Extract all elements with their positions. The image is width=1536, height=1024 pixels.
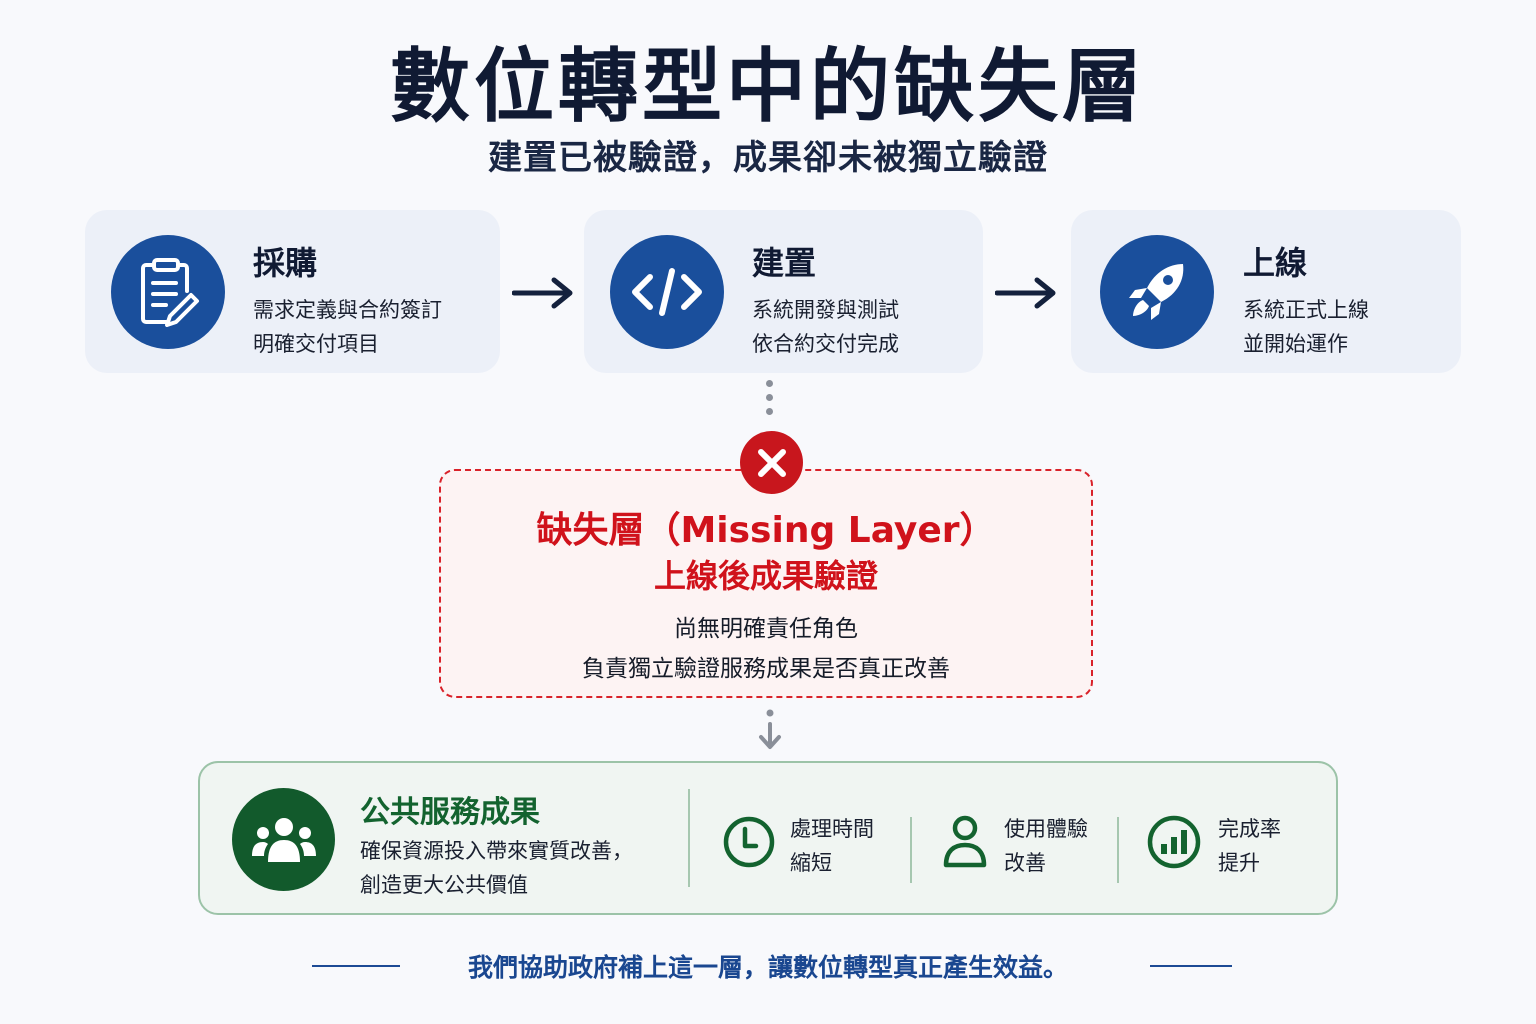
step-card-build: 建置 系統開發與測試 依合約交付完成 [584, 210, 983, 373]
missing-layer-title: 缺失層（Missing Layer） [536, 510, 996, 551]
metric-label: 改善 [1004, 851, 1046, 875]
outcome-desc: 確保資源投入帶來實質改善， [360, 839, 633, 863]
arrow-right-icon [512, 277, 573, 309]
divider [1117, 817, 1119, 883]
outcome-title: 公共服務成果 [360, 795, 540, 830]
outcome-desc: 創造更大公共價值 [360, 873, 528, 897]
step-icon-circle [111, 235, 225, 349]
metric-label: 使用體驗 [1004, 817, 1088, 841]
divider [910, 817, 912, 883]
footer-rule-left [312, 965, 400, 967]
outcome-icon-circle [232, 788, 335, 891]
step-title: 上線 [1243, 244, 1308, 282]
divider [688, 789, 690, 887]
missing-badge [740, 431, 803, 494]
missing-layer-desc: 尚無明確責任角色 [674, 616, 858, 642]
metric-label: 處理時間 [790, 817, 874, 841]
step-desc-line: 需求定義與合約簽訂 [253, 298, 442, 322]
page-title: 數位轉型中的缺失層 [390, 40, 1146, 133]
arrow-right-icon [995, 277, 1056, 309]
x-icon [757, 448, 786, 477]
arrow-down-icon [759, 709, 781, 749]
step-title: 建置 [752, 244, 817, 282]
missing-layer-box: 缺失層（Missing Layer） 上線後成果驗證 尚無明確責任角色 負責獨立… [439, 469, 1093, 698]
metric-label: 提升 [1218, 851, 1260, 875]
outcome-box: 公共服務成果 確保資源投入帶來實質改善， 創造更大公共價值 處理時間 縮短 使用… [198, 761, 1338, 915]
dotted-connector [766, 380, 774, 422]
code-icon [632, 268, 702, 316]
footer-tagline: 我們協助政府補上這一層，讓數位轉型真正產生效益。 [467, 953, 1068, 982]
users-icon [251, 817, 316, 862]
metric-label: 縮短 [790, 851, 832, 875]
step-desc-line: 明確交付項目 [253, 332, 379, 356]
step-desc-line: 系統正式上線 [1243, 298, 1369, 322]
step-icon-circle [1100, 235, 1214, 349]
missing-layer-desc: 負責獨立驗證服務成果是否真正改善 [582, 656, 950, 682]
user-icon [943, 815, 987, 868]
step-card-launch: 上線 系統正式上線 並開始運作 [1071, 210, 1461, 373]
step-desc-line: 依合約交付完成 [752, 332, 899, 356]
step-desc-line: 並開始運作 [1243, 332, 1348, 356]
missing-layer-subtitle: 上線後成果驗證 [653, 557, 878, 595]
step-card-procurement: 採購 需求定義與合約簽訂 明確交付項目 [85, 210, 500, 373]
clipboard-pen-icon [141, 258, 199, 327]
footer-rule-right [1150, 965, 1232, 967]
step-desc-line: 系統開發與測試 [752, 298, 899, 322]
step-icon-circle [610, 235, 724, 349]
step-title: 採購 [253, 244, 318, 282]
rocket-icon [1129, 264, 1184, 320]
metric-label: 完成率 [1218, 817, 1281, 841]
clock-icon [723, 816, 775, 868]
bar-chart-icon [1147, 815, 1201, 869]
page-subtitle: 建置已被驗證，成果卻未被獨立驗證 [488, 138, 1048, 178]
